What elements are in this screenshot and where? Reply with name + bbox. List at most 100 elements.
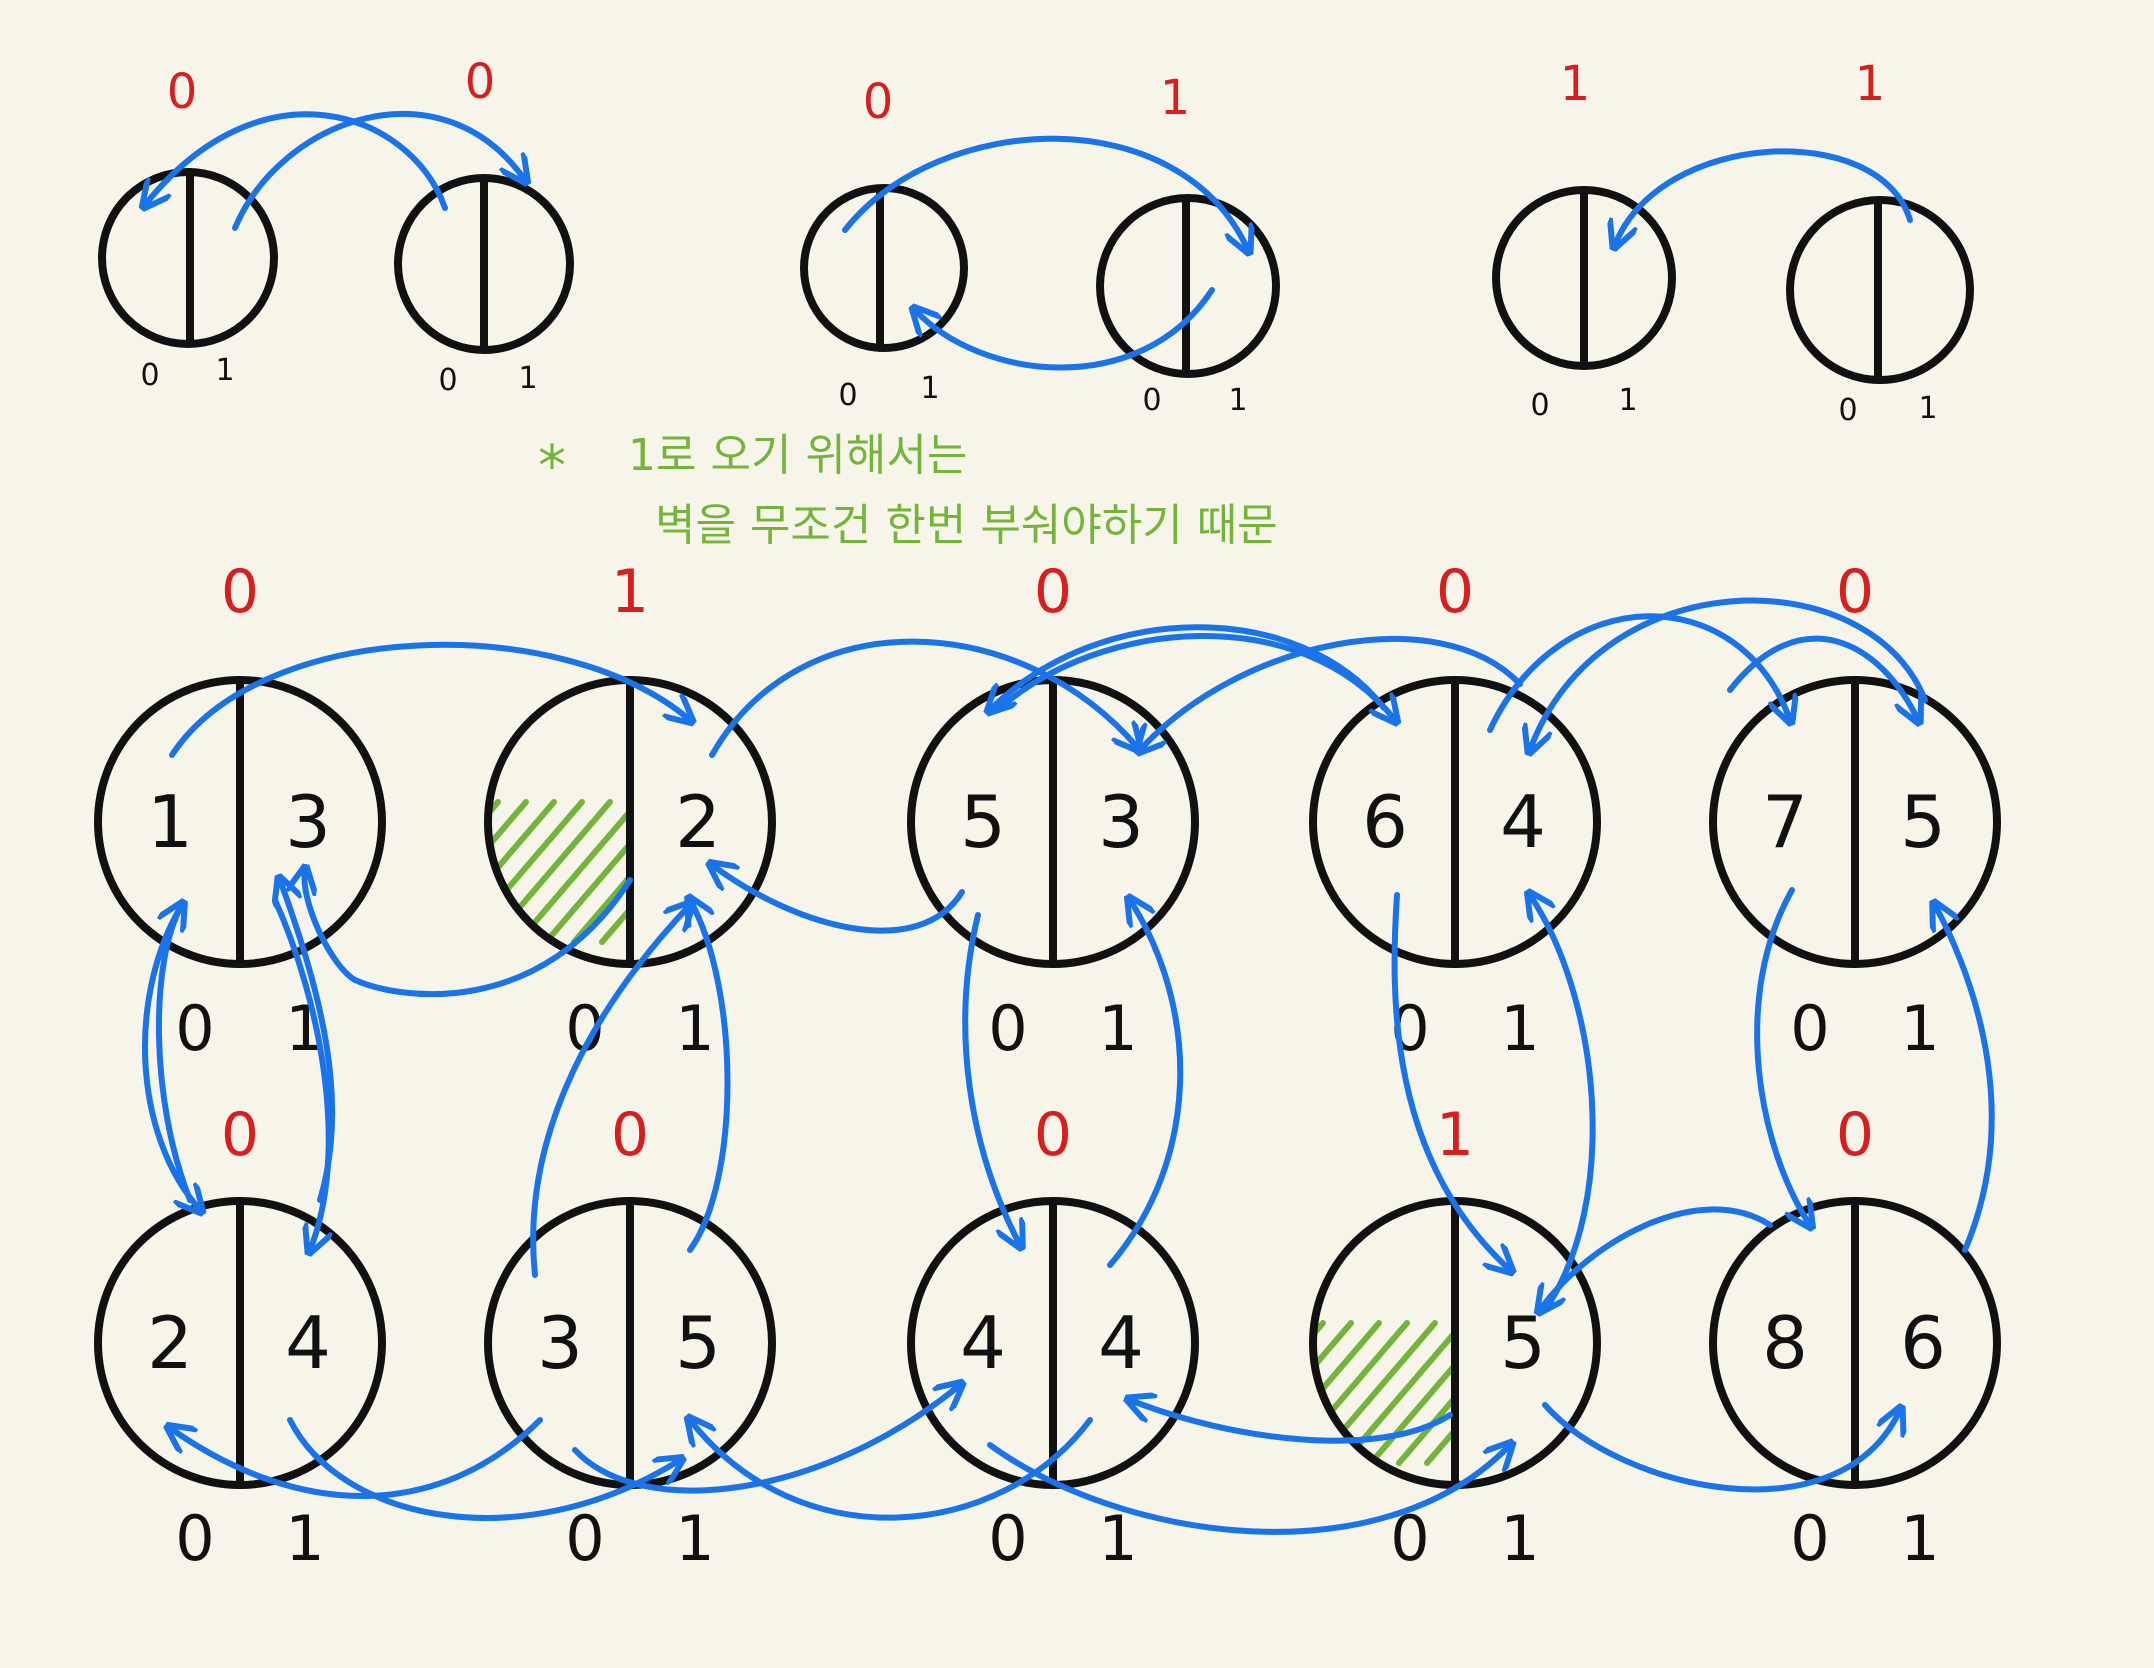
transition-arrow xyxy=(304,870,633,998)
transition-arrow xyxy=(690,900,731,1253)
port-label: 0 xyxy=(565,1502,604,1575)
cell-left-value: 2 xyxy=(147,1301,193,1385)
port-label: 0 xyxy=(988,992,1027,1065)
transition-arrow xyxy=(530,905,690,1278)
transition-arrow xyxy=(1615,148,1913,245)
transition-arrow xyxy=(997,633,1395,720)
transition-arrow xyxy=(1935,905,1995,1253)
cell-left-value: 5 xyxy=(960,780,1006,864)
transition-arrow xyxy=(915,287,1215,371)
note-marker: * xyxy=(538,434,566,499)
transition-arrow xyxy=(1727,635,1918,720)
port-label: 0 xyxy=(1838,393,1857,428)
port-label: 1 xyxy=(1900,992,1939,1065)
top-example-1: 0 0 0 1 0 1 xyxy=(98,54,574,398)
transition-arrow xyxy=(572,1385,960,1494)
port-label: 0 xyxy=(175,1502,214,1575)
cell-right-value: 5 xyxy=(675,1301,721,1385)
port-label: 0 xyxy=(1142,383,1161,418)
transition-arrow xyxy=(170,1417,543,1499)
state-label: 1 xyxy=(1160,70,1191,126)
transition-arrow xyxy=(287,1417,680,1521)
top-example-3: 1 1 0 1 0 1 xyxy=(1492,56,1974,428)
transition-arrow xyxy=(1530,895,1596,1313)
port-label: 1 xyxy=(1500,992,1539,1065)
transition-arrow xyxy=(1754,887,1810,1225)
transition-arrow xyxy=(1487,613,1790,733)
note-line-1: 1로 오기 위해서는 xyxy=(628,430,967,481)
cell-right-value: 4 xyxy=(285,1301,331,1385)
port-label: 1 xyxy=(1618,383,1637,418)
port-label: 0 xyxy=(1790,1502,1829,1575)
state-label: 0 xyxy=(221,1100,259,1170)
transition-arrow xyxy=(690,1420,1093,1521)
state-label: 0 xyxy=(167,64,198,120)
cell-left-value: 7 xyxy=(1762,780,1808,864)
port-label: 1 xyxy=(518,361,537,396)
port-label: 1 xyxy=(1918,391,1937,426)
port-label: 1 xyxy=(215,353,234,388)
state-label: 0 xyxy=(465,54,496,110)
state-label: 1 xyxy=(1560,56,1591,112)
transition-arrow xyxy=(1107,900,1184,1268)
transition-arrow xyxy=(169,641,690,758)
transition-arrow xyxy=(280,880,336,1203)
transition-arrow xyxy=(272,897,329,1250)
state-label: 1 xyxy=(1855,56,1886,112)
transition-arrow xyxy=(709,638,1138,758)
port-label: 0 xyxy=(140,358,159,393)
cell-left-value: 3 xyxy=(537,1301,583,1385)
port-label: 1 xyxy=(1228,383,1247,418)
state-label: 1 xyxy=(1436,1100,1474,1170)
port-label: 1 xyxy=(285,1502,324,1575)
port-label: 0 xyxy=(838,378,857,413)
cell-right-value: 5 xyxy=(1900,780,1946,864)
transition-arrow xyxy=(962,912,1020,1245)
cell-left-value: 6 xyxy=(1362,780,1408,864)
state-label: 0 xyxy=(221,557,259,627)
transition-arrow xyxy=(1540,1206,1773,1310)
cell-left-value: 1 xyxy=(147,780,193,864)
state-label: 0 xyxy=(1034,1100,1072,1170)
cell-right-value: 4 xyxy=(1098,1301,1144,1385)
cell-right-value: 4 xyxy=(1500,780,1546,864)
transition-arrow xyxy=(1391,892,1510,1270)
port-label: 1 xyxy=(675,992,714,1065)
port-label: 0 xyxy=(1790,992,1829,1065)
transition-arrow xyxy=(842,135,1248,250)
port-label: 0 xyxy=(438,363,457,398)
transition-arrow xyxy=(232,110,525,231)
note: * 1로 오기 위해서는 벽을 무조건 한번 부숴야하기 때문 xyxy=(538,430,1278,551)
transition-arrow xyxy=(1140,635,1523,750)
transition-arrow xyxy=(1130,1400,1453,1444)
transition-arrow xyxy=(1530,597,1928,750)
transition-arrow xyxy=(155,905,193,1203)
note-line-2: 벽을 무조건 한번 부숴야하기 때문 xyxy=(655,500,1278,551)
state-label: 0 xyxy=(1034,557,1072,627)
state-label: 0 xyxy=(1836,1100,1874,1170)
state-label: 1 xyxy=(611,557,649,627)
cell-left-value: 8 xyxy=(1762,1301,1808,1385)
transition-arrow xyxy=(1542,1405,1900,1493)
cell-left-value: 4 xyxy=(960,1301,1006,1385)
cell-right-value: 3 xyxy=(1098,780,1144,864)
transition-arrow xyxy=(142,902,200,1210)
port-label: 0 xyxy=(1530,388,1549,423)
transition-arrow xyxy=(712,865,965,934)
port-label: 0 xyxy=(175,992,214,1065)
state-label: 0 xyxy=(1436,557,1474,627)
transition-arrow xyxy=(990,624,1387,710)
top-example-2: 0 1 0 1 0 1 xyxy=(800,70,1280,418)
transition-arrow xyxy=(145,111,448,208)
port-label: 1 xyxy=(1900,1502,1939,1575)
